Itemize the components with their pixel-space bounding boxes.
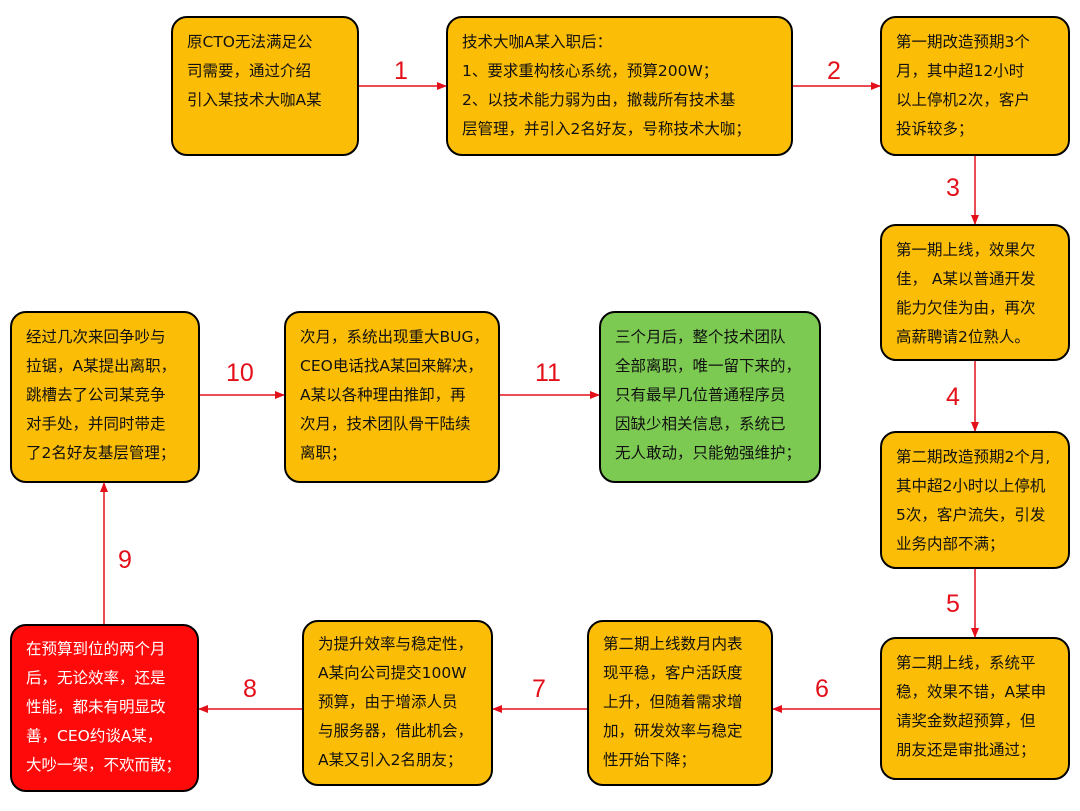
node-11-line-1: 次月，系统出现重大BUG， (300, 328, 489, 346)
node-2-line-2: 1、要求重构核心系统，预算200W； (462, 62, 719, 80)
node-11: 次月，系统出现重大BUG， CEO电话找A某回来解决， A某以各种理由推卸，再 … (284, 311, 500, 483)
node-12-line-4: 因缺少相关信息，系统已 (615, 415, 786, 433)
node-10-line-5: 了2名好友基层管理； (26, 444, 176, 462)
node-5-line-2: 其中超2小时以上停机 (896, 477, 1046, 495)
node-3-line-2: 月，其中超12小时 (896, 62, 1025, 80)
edge-label-2: 2 (827, 57, 841, 85)
node-3-line-1: 第一期改造预期3个 (896, 33, 1030, 51)
node-7-line-1: 第二期上线数月内表 (603, 635, 743, 653)
node-5-line-1: 第二期改造预期2个月, (896, 448, 1051, 466)
node-10: 经过几次来回争吵与 拉锯，A某提出离职， 跳槽去了公司某竞争 对手处，并同时带走… (10, 311, 200, 483)
edge-label-10: 10 (226, 359, 254, 387)
node-10-line-1: 经过几次来回争吵与 (26, 328, 166, 346)
node-2-line-4: 层管理，并引入2名好友，号称技术大咖； (462, 120, 751, 138)
node-6-line-3: 请奖金数超预算，但 (896, 712, 1036, 730)
node-12-line-2: 全部离职，唯一留下来的， (615, 357, 802, 375)
node-10-line-3: 跳槽去了公司某竞争 (26, 386, 166, 404)
node-2: 技术大咖A某入职后： 1、要求重构核心系统，预算200W； 2、以技术能力弱为由… (446, 16, 793, 156)
node-1: 原CTO无法满足公 司需要，通过介绍 引入某技术大咖A某 (171, 16, 359, 156)
node-12: 三个月后，整个技术团队 全部离职，唯一留下来的， 只有最早几位普通程序员 因缺少… (599, 311, 821, 483)
node-3-line-3: 以上停机2次，客户 (896, 91, 1030, 109)
node-1-line-3: 引入某技术大咖A某 (187, 91, 322, 109)
node-7-line-5: 性开始下降； (603, 751, 697, 769)
node-7-line-2: 现平稳，客户活跃度 (603, 664, 743, 682)
node-9-line-4: 善，CEO约谈A某， (26, 727, 163, 745)
node-9-line-3: 性能，都未有明显改 (26, 698, 166, 716)
node-11-line-2: CEO电话找A某回来解决， (300, 357, 483, 375)
node-5-line-4: 业务内部不满； (896, 535, 1005, 553)
node-2-line-3: 2、以技术能力弱为由，撤裁所有技术基 (462, 91, 736, 109)
edge-label-1: 1 (394, 57, 408, 85)
node-12-line-1: 三个月后，整个技术团队 (615, 328, 786, 346)
edge-label-6: 6 (815, 675, 829, 703)
node-11-line-4: 次月，技术团队骨干陆续 (300, 415, 471, 433)
node-7-line-4: 加，研发效率与稳定 (603, 722, 743, 740)
node-7: 第二期上线数月内表 现平稳，客户活跃度 上升，但随着需求增 加，研发效率与稳定 … (587, 620, 773, 786)
node-8-line-1: 为提升效率与稳定性， (318, 635, 474, 653)
node-4: 第一期上线，效果欠 佳， A某以普通开发 能力欠佳为由，再次 高薪聘请2位熟人。 (880, 224, 1070, 361)
node-9-line-1: 在预算到位的两个月 (26, 640, 166, 658)
node-2-line-1: 技术大咖A某入职后： (462, 33, 613, 51)
node-4-line-4: 高薪聘请2位熟人。 (896, 328, 1030, 346)
node-10-line-2: 拉锯，A某提出离职， (26, 357, 177, 375)
edge-label-8: 8 (243, 675, 257, 703)
node-5: 第二期改造预期2个月, 其中超2小时以上停机 5次，客户流失，引发 业务内部不满… (880, 431, 1070, 569)
edge-label-11: 11 (535, 359, 561, 387)
node-6-line-2: 稳，效果不错，A某申 (896, 683, 1047, 701)
node-8-line-2: A某向公司提交100W (318, 664, 467, 682)
node-8-line-5: A某又引入2名朋友； (318, 751, 463, 769)
node-1-line-1: 原CTO无法满足公 (187, 33, 313, 51)
edge-label-9: 9 (118, 546, 132, 574)
node-3-line-4: 投诉较多； (896, 120, 974, 138)
node-11-line-5: 离职； (300, 444, 347, 462)
edge-label-3: 3 (946, 174, 960, 202)
edge-label-7: 7 (532, 675, 546, 703)
node-12-line-5: 无人敢动，只能勉强维护； (615, 444, 802, 462)
node-7-line-3: 上升，但随着需求增 (603, 693, 743, 711)
node-6-line-1: 第二期上线，系统平 (896, 654, 1036, 672)
node-3: 第一期改造预期3个 月，其中超12小时 以上停机2次，客户 投诉较多； (880, 16, 1070, 156)
node-8: 为提升效率与稳定性， A某向公司提交100W 预算，由于增添人员 与服务器，借此… (302, 620, 493, 786)
node-8-line-3: 预算，由于增添人员 (318, 693, 458, 711)
edge-label-5: 5 (946, 590, 960, 618)
node-9: 在预算到位的两个月 后，无论效率，还是 性能，都未有明显改 善，CEO约谈A某，… (10, 624, 199, 792)
node-9-line-5: 大吵一架，不欢而散； (26, 756, 182, 774)
node-6-line-4: 朋友还是审批通过； (896, 741, 1036, 759)
node-10-line-4: 对手处，并同时带走 (26, 415, 166, 433)
node-5-line-3: 5次，客户流失，引发 (896, 506, 1046, 524)
node-11-line-3: A某以各种理由推卸，再 (300, 386, 466, 404)
node-8-line-4: 与服务器，借此机会， (318, 722, 474, 740)
node-6: 第二期上线，系统平 稳，效果不错，A某申 请奖金数超预算，但 朋友还是审批通过； (880, 637, 1070, 780)
node-4-line-2: 佳， A某以普通开发 (896, 270, 1036, 288)
node-1-line-2: 司需要，通过介绍 (187, 62, 312, 80)
node-4-line-1: 第一期上线，效果欠 (896, 241, 1036, 259)
edge-label-4: 4 (946, 383, 960, 411)
node-12-line-3: 只有最早几位普通程序员 (615, 386, 786, 404)
node-4-line-3: 能力欠佳为由，再次 (896, 299, 1036, 317)
node-9-line-2: 后，无论效率，还是 (26, 669, 166, 687)
